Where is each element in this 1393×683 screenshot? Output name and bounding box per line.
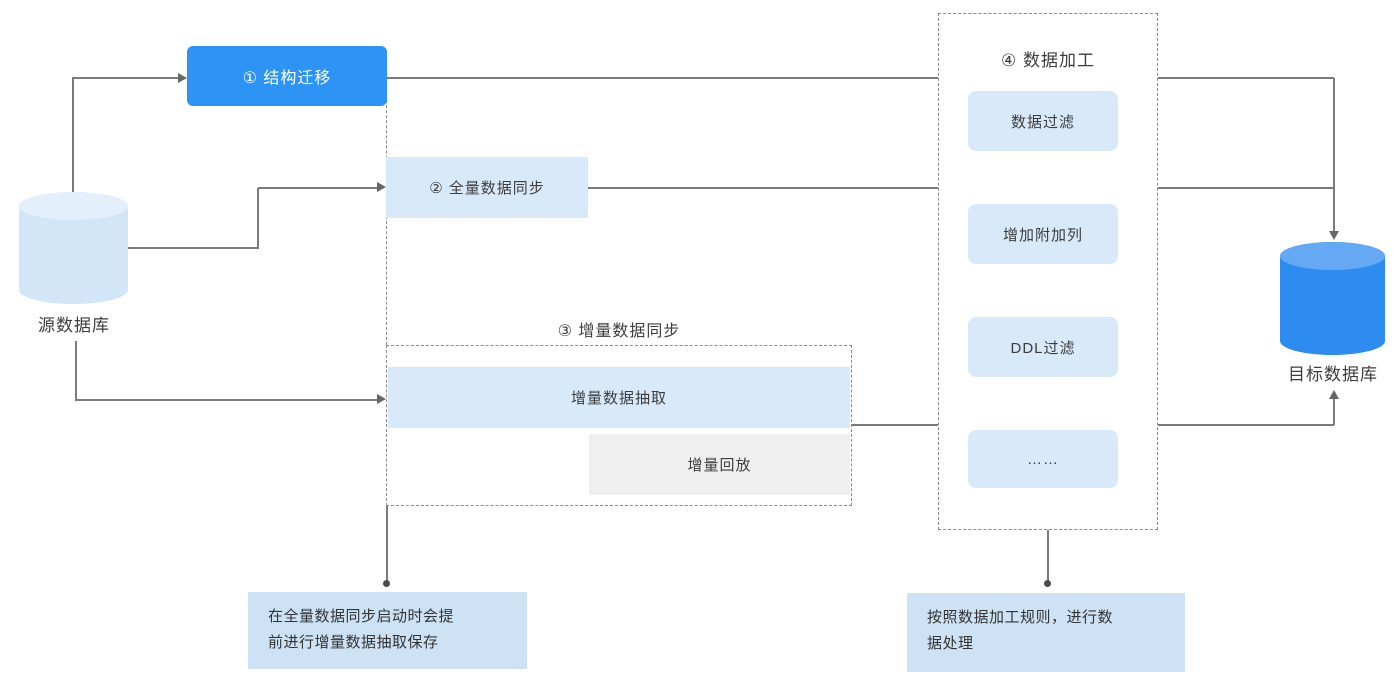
- target-database-icon: [1280, 242, 1385, 355]
- processing-note-dot: [1044, 580, 1051, 587]
- connector-incremental-to-processing: [852, 424, 938, 426]
- incremental-extract-box: 增量数据抽取: [388, 367, 850, 428]
- arrowhead-into-target-db-bottom: [1329, 390, 1339, 399]
- connector-incremental-note: [386, 506, 388, 583]
- connector-to-incremental-extract: [75, 399, 378, 401]
- connector-source-right-horizontal: [128, 247, 259, 249]
- source-database-icon: [19, 192, 128, 304]
- data-processing-group: [938, 13, 1158, 530]
- connector-source-bottom-vertical: [75, 341, 77, 400]
- connector-structure-to-processing: [387, 77, 938, 79]
- source-db-label: 源数据库: [38, 316, 110, 335]
- connector-target-vertical-down: [1333, 78, 1335, 231]
- incremental-note-box: 在全量数据同步启动时会提 前进行增量数据抽取保存: [248, 592, 527, 669]
- arrowhead-into-structure-migration: [178, 73, 187, 83]
- connector-source-to-structure-vertical: [72, 78, 74, 192]
- connector-processing-to-target-top: [1158, 77, 1334, 79]
- incremental-note-dot: [383, 580, 390, 587]
- processing-item-data-filter: 数据过滤: [968, 91, 1118, 151]
- connector-target-vertical-up: [1333, 399, 1335, 425]
- connector-processing-to-target-mid: [1158, 187, 1334, 189]
- connector-fullsync-to-processing: [588, 187, 938, 189]
- connector-processing-note: [1047, 530, 1049, 583]
- incremental-note-line2: 前进行增量数据抽取保存: [268, 634, 439, 651]
- processing-note-box: 按照数据加工规则，进行数 据处理: [907, 593, 1185, 672]
- target-db-label: 目标数据库: [1288, 365, 1378, 384]
- arrowhead-into-incremental-extract: [377, 394, 386, 404]
- full-data-sync-box: ② 全量数据同步: [386, 157, 588, 218]
- connector-processing-to-target-bottom: [1158, 424, 1334, 426]
- incremental-replay-box: 增量回放: [589, 434, 850, 495]
- data-processing-label: ④ 数据加工: [1001, 51, 1095, 70]
- processing-item-ddl-filter: DDL过滤: [968, 317, 1118, 377]
- processing-note-line2: 据处理: [927, 635, 974, 652]
- connector-to-full-sync: [258, 187, 378, 189]
- arrowhead-into-target-db-top: [1329, 231, 1339, 240]
- structure-migration-box: ① 结构迁移: [187, 46, 387, 106]
- processing-item-add-columns: 增加附加列: [968, 204, 1118, 264]
- connector-source-right-vertical: [257, 188, 259, 248]
- incremental-sync-group: [386, 345, 852, 506]
- connector-source-to-structure-horizontal: [72, 77, 179, 79]
- processing-note-line1: 按照数据加工规则，进行数: [927, 609, 1114, 626]
- arrowhead-into-full-sync: [377, 182, 386, 192]
- processing-item-more: ……: [968, 430, 1118, 488]
- incremental-note-line1: 在全量数据同步启动时会提: [268, 608, 455, 625]
- incremental-sync-label: ③ 增量数据同步: [557, 323, 681, 340]
